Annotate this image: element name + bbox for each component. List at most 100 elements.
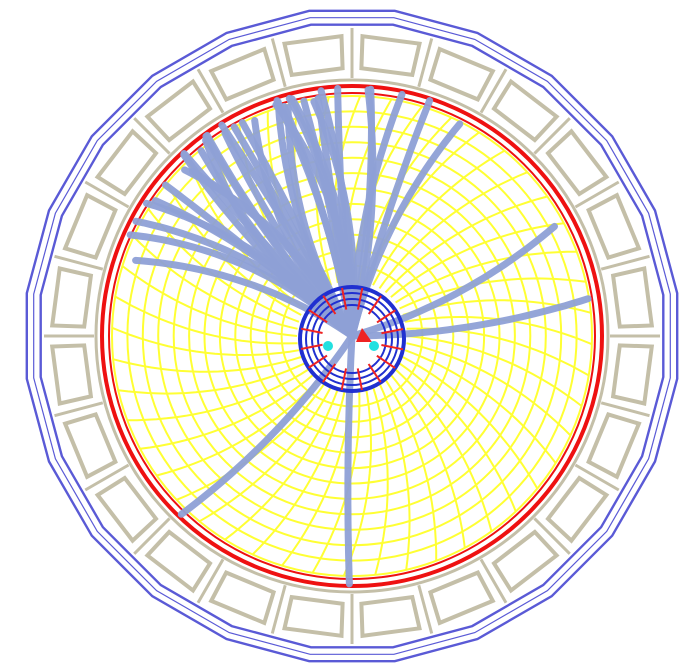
magnet-divider	[133, 517, 171, 555]
grid-spoke	[402, 356, 539, 490]
magnet-divider	[600, 401, 650, 418]
vertex-layer-2	[311, 298, 393, 380]
grid-spoke	[372, 149, 506, 286]
vertex-hit	[381, 328, 404, 335]
grid-spoke	[114, 295, 298, 345]
magnet-segment	[610, 343, 655, 406]
magnet-segment	[586, 192, 642, 261]
grid-spoke	[112, 356, 302, 373]
magnet-segment	[282, 594, 345, 639]
magnet-divider	[533, 117, 571, 155]
vertex-detector	[298, 285, 406, 393]
magnet-segment	[545, 128, 610, 197]
magnet-divider	[54, 401, 104, 418]
magnet-divider	[479, 558, 508, 604]
vertex-hit	[356, 368, 363, 391]
grid-spoke	[399, 277, 586, 310]
magnet-divider	[533, 517, 571, 555]
grid-spoke	[342, 388, 373, 577]
magnet-segment	[359, 33, 422, 78]
particle-track	[126, 231, 356, 340]
vertex-hit	[376, 309, 396, 324]
magnet-segment	[144, 529, 213, 594]
grid-spoke	[251, 390, 346, 556]
magnet-divider	[196, 558, 225, 604]
grid-spoke	[395, 250, 577, 304]
grid-spoke	[132, 235, 298, 330]
grid-spoke	[224, 388, 339, 541]
grid-spoke	[390, 222, 564, 298]
magnet-segment	[94, 475, 159, 544]
grid-spoke	[390, 374, 466, 548]
magnet-segment	[427, 570, 496, 626]
magnet-segment	[94, 128, 159, 197]
particle-track	[180, 150, 356, 340]
grid-spoke	[378, 171, 528, 289]
magnet-segment	[49, 266, 94, 329]
grid-spoke	[198, 386, 332, 523]
magnet-segment	[545, 475, 610, 544]
particle-track	[348, 120, 464, 340]
outer-ring-0	[25, 9, 679, 663]
vertex-hit	[367, 295, 382, 315]
vertex-hit	[367, 363, 382, 383]
grid-spoke	[384, 379, 438, 561]
magnet-segment	[144, 78, 213, 143]
magnet-divider	[133, 117, 171, 155]
magnet-segment	[62, 411, 118, 480]
magnet-divider	[417, 584, 434, 634]
magnet-divider	[574, 180, 620, 209]
particle-track	[348, 85, 376, 340]
grid-ring	[172, 156, 532, 516]
grid-spoke	[384, 195, 548, 294]
grid-spoke	[399, 362, 517, 512]
grid-spoke	[140, 374, 314, 450]
particle-track	[272, 101, 356, 340]
magnet-segment	[62, 192, 118, 261]
vertex-layer-1	[305, 292, 399, 386]
magnet-segment	[491, 529, 560, 594]
magnet-divider	[417, 38, 434, 88]
grid-ring	[157, 141, 547, 531]
grid-spoke	[394, 368, 493, 532]
particle-tracks	[126, 85, 592, 588]
magnet-segment	[282, 33, 345, 78]
vertex-hit	[300, 343, 323, 350]
grid-spoke	[111, 326, 300, 357]
vertex-hit	[300, 327, 323, 335]
vertex-marker	[356, 328, 372, 342]
magnet-segments	[44, 28, 660, 644]
grid-spoke	[127, 368, 309, 422]
grid-spoke	[176, 383, 326, 501]
magnet-segment	[586, 411, 642, 480]
grid-spoke	[372, 386, 389, 576]
magnet-segment	[208, 46, 277, 102]
magnet-divider	[84, 180, 130, 209]
grid-ring	[141, 125, 563, 547]
outer-ring-2	[39, 23, 665, 649]
vertex-hit	[322, 295, 337, 315]
particle-track	[344, 332, 356, 588]
magnet-divider	[84, 463, 130, 492]
outer-ring-1	[33, 17, 671, 655]
grid-ring	[234, 218, 470, 454]
magnet-segment	[491, 78, 560, 143]
vertex-hit	[322, 363, 337, 383]
vertex-layer-0	[298, 285, 406, 393]
vertex-hit	[308, 354, 328, 369]
grid-ring	[188, 172, 516, 500]
grid-spoke	[404, 349, 557, 464]
vertex-hit	[308, 309, 328, 324]
magnet-divider	[574, 463, 620, 492]
magnet-divider	[54, 254, 104, 271]
magnet-divider	[600, 254, 650, 271]
grid-spoke	[121, 265, 298, 337]
magnet-divider	[270, 38, 287, 88]
vertex-hit	[341, 287, 348, 310]
magnet-inner-ring	[94, 78, 610, 594]
magnet-segment	[610, 266, 655, 329]
grid-spoke	[118, 362, 305, 395]
beam-spot-right	[369, 341, 379, 351]
grid-spoke	[406, 335, 583, 407]
